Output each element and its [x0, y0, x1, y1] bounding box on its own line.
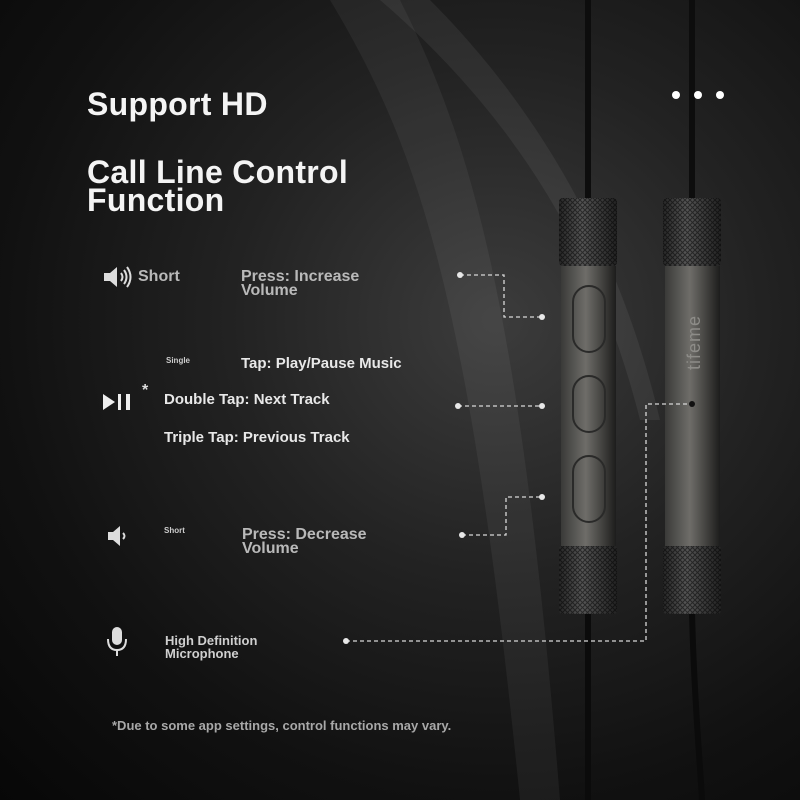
triple-tap-label: Triple Tap: Previous Track [164, 429, 350, 446]
volume-down-button [572, 455, 606, 523]
tap-type-label: Single [166, 356, 191, 365]
light-sweep [380, 0, 660, 420]
play-pause-button [572, 375, 606, 433]
microphone-label: High Definition Microphone [165, 633, 258, 661]
mic-hole [689, 401, 695, 407]
play-pause-icon [103, 394, 130, 410]
volume-down-press-type: Short [164, 526, 185, 535]
volume-up-button [572, 285, 606, 353]
brand-logo: tifeme [684, 315, 704, 370]
volume-up-icon [104, 266, 132, 288]
microphone-icon [107, 627, 127, 656]
light-sweep [330, 0, 560, 800]
cable [689, 611, 705, 800]
single-tap-label: Tap: Play/Pause Music [241, 355, 402, 372]
remote-control-right: tifeme [663, 198, 721, 614]
remote-control-left [559, 198, 617, 614]
title-line-2: Call Line Control Function [87, 154, 349, 218]
volume-up-press-type: Short [138, 268, 180, 285]
asterisk: * [142, 382, 149, 399]
volume-down-label: Press: Decrease Volume [242, 526, 367, 557]
leader-lines [346, 274, 688, 642]
title-line-1: Support HD [87, 86, 268, 122]
volume-down-icon [108, 526, 126, 546]
more-dots-icon[interactable] [672, 91, 724, 99]
volume-up-label: Press: Increase Volume [241, 268, 360, 299]
footnote: *Due to some app settings, control funct… [112, 718, 452, 733]
double-tap-label: Double Tap: Next Track [164, 391, 330, 408]
